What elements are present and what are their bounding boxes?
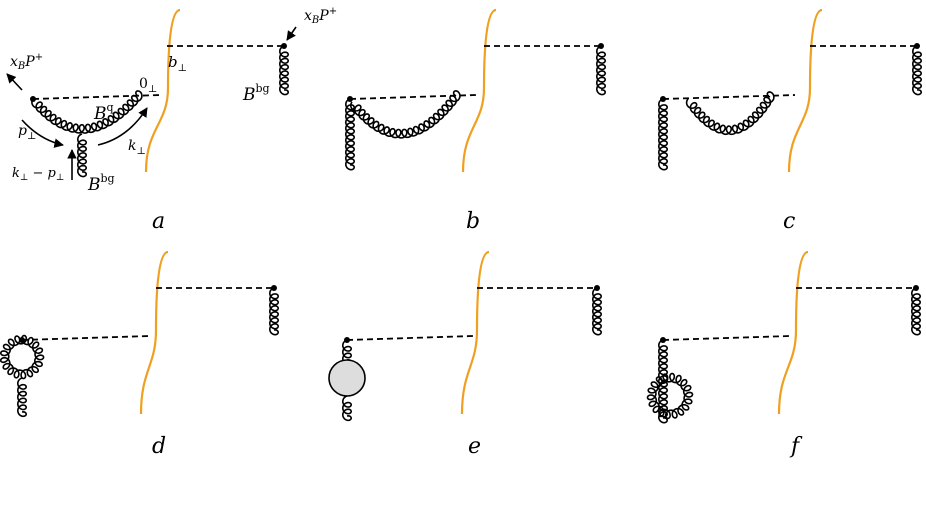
wilson-line-b — [461, 8, 497, 173]
arrow-xbp-left — [6, 73, 23, 91]
gluon-arc-a — [31, 90, 143, 134]
gluon-vertical-c — [657, 98, 669, 171]
panel-f: f — [646, 250, 922, 459]
propagator-bottom-e — [346, 335, 474, 341]
gluon-loop-f — [646, 372, 694, 420]
panel-c: c — [657, 8, 923, 234]
gluon-bg-right-c — [911, 45, 923, 96]
wilson-line-c — [787, 8, 823, 173]
propagator-bottom-b — [349, 94, 477, 100]
label-b-bg-bottom: Bbg — [87, 172, 115, 195]
panel-e: e — [328, 250, 603, 459]
self-energy-blob — [328, 359, 366, 397]
gluon-arc-c — [685, 91, 775, 136]
gluon-vertical-d — [16, 377, 28, 418]
gluon-vertical-f — [657, 339, 669, 424]
panel-label-c: c — [783, 209, 795, 234]
label-zero-perp: 0⊥ — [139, 76, 157, 95]
label-b-bg-right: Bbg — [242, 82, 270, 105]
label-k-minus-p: k⊥ − p⊥ — [12, 166, 64, 183]
label-xbp-right: xBP+ — [304, 6, 337, 26]
wilson-line-f — [777, 250, 809, 415]
gluon-loop-d — [0, 334, 45, 380]
panel-label-b: b — [466, 209, 480, 234]
arrow-p-perp — [21, 119, 64, 148]
gluon-bg-right-b — [595, 45, 607, 96]
propagator-bottom-c — [662, 94, 796, 100]
propagator-bottom-f — [662, 335, 791, 341]
panel-label-e: e — [468, 434, 481, 459]
panel-b: b — [344, 8, 607, 234]
panel-d: d — [0, 250, 280, 459]
panel-label-a: a — [152, 209, 165, 234]
wilson-line-a — [144, 8, 181, 173]
label-b-q: Bq — [93, 101, 114, 124]
label-k-perp: k⊥ — [128, 138, 146, 157]
wilson-line-e — [460, 250, 490, 415]
gluon-bg-right-e — [591, 287, 603, 336]
gluon-lower-e — [341, 395, 353, 422]
label-xbp-left: xBP+ — [10, 52, 43, 72]
arrow-k-perp — [97, 107, 148, 146]
label-p-perp: p⊥ — [18, 123, 36, 142]
gluon-bg-right-a — [278, 45, 290, 96]
wilson-line-d — [139, 250, 169, 415]
arrow-xbp-right — [286, 26, 297, 41]
panel-label-d: d — [152, 434, 166, 459]
label-b-perp: b⊥ — [168, 53, 187, 74]
gluon-bg-bottom-a — [76, 133, 88, 178]
gluon-bg-right-f — [910, 287, 922, 336]
panel-a: xBP+ xBP+ b⊥ 0⊥ Bq Bbg Bbg p⊥ k⊥ k⊥ − p⊥… — [6, 6, 337, 234]
gluon-arc-b — [349, 90, 461, 139]
gluon-bg-right-d — [268, 287, 280, 336]
propagator-bottom-d — [21, 335, 151, 341]
panel-label-f: f — [789, 434, 803, 459]
gluon-vertical-b — [344, 98, 356, 171]
propagator-bottom-a — [32, 94, 162, 100]
